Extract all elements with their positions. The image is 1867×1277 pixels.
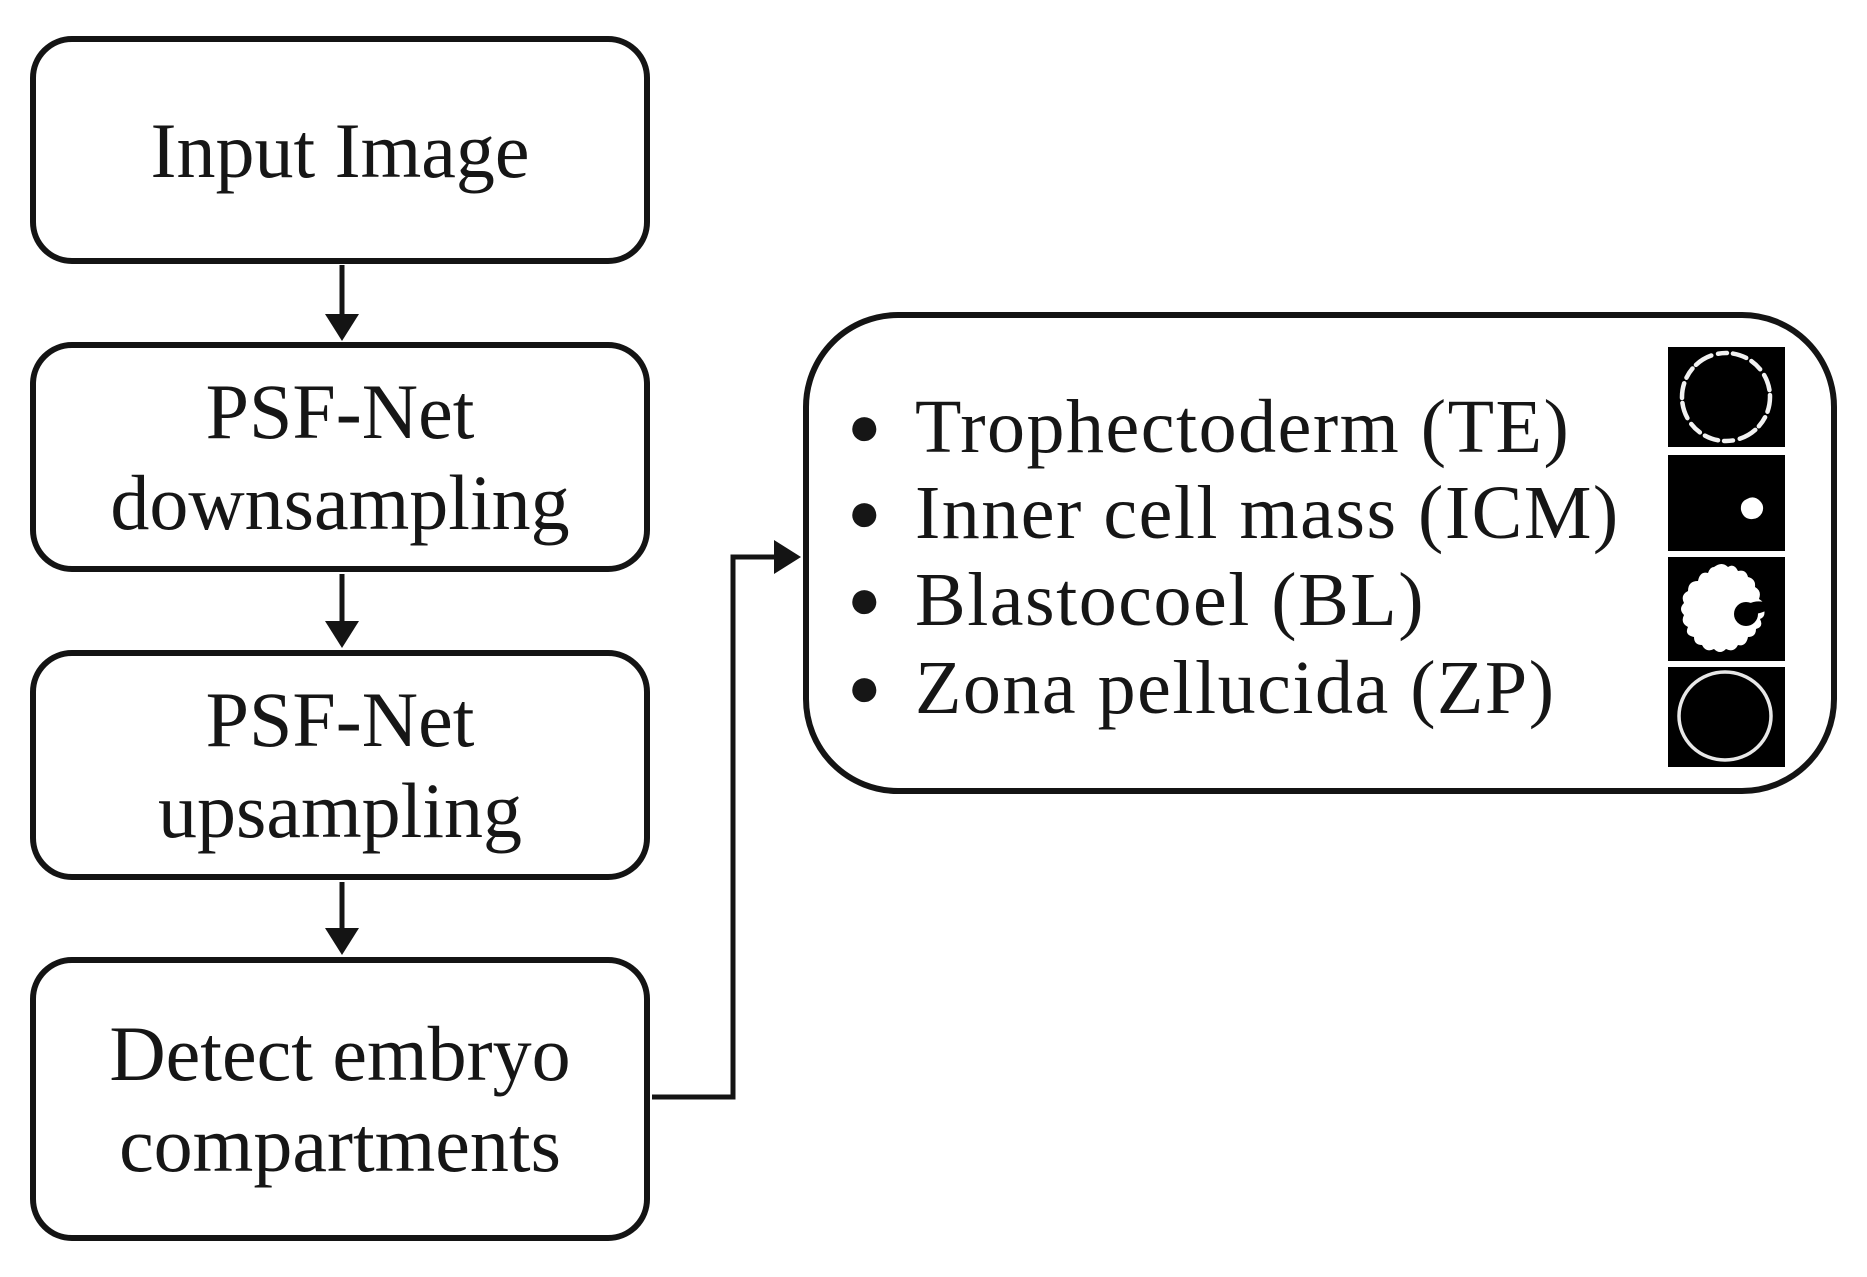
flow-arrow-2-head (325, 621, 359, 648)
elbow-connector-line (652, 554, 778, 1100)
bullet-icon: ● (847, 657, 883, 719)
list-item-label: Trophectoderm (TE) (915, 384, 1571, 469)
list-item-label: Inner cell mass (ICM) (915, 470, 1620, 555)
flow-box-label: PSF-Net (205, 368, 475, 455)
list-item-trophectoderm: ● Trophectoderm (TE) (839, 384, 1570, 470)
flow-arrow-3-head (325, 928, 359, 955)
list-item-zona-pellucida: ● Zona pellucida (ZP) (839, 645, 1556, 731)
flow-arrow-1-head (325, 314, 359, 341)
flow-box-label: PSF-Net (205, 676, 475, 763)
te-ring-mask-thumbnail (1668, 347, 1785, 447)
flow-box-label: compartments (119, 1101, 561, 1188)
bullet-icon: ● (847, 569, 883, 631)
list-item-label: Blastocoel (BL) (915, 557, 1426, 642)
list-item-label: Zona pellucida (ZP) (915, 645, 1556, 730)
icm-blob-mask-thumbnail (1668, 455, 1785, 551)
bullet-icon: ● (847, 396, 883, 458)
flow-box-label: Detect embryo (109, 1010, 571, 1097)
flow-box-psf-net-upsampling: PSF-Net upsampling (30, 650, 650, 880)
elbow-connector-arrow-head (774, 540, 801, 574)
flow-box-label: downsampling (110, 459, 570, 546)
list-item-inner-cell-mass: ● Inner cell mass (ICM) (839, 470, 1620, 556)
bl-blob-mask-thumbnail (1668, 557, 1785, 661)
list-item-blastocoel: ● Blastocoel (BL) (839, 557, 1425, 643)
flow-box-input-image: Input Image (30, 36, 650, 264)
flow-box-detect-embryo-compartments: Detect embryo compartments (30, 957, 650, 1241)
bullet-icon: ● (847, 482, 883, 544)
flow-box-label: Input Image (150, 106, 530, 194)
output-compartments-panel: ● Trophectoderm (TE) ● Inner cell mass (… (803, 312, 1837, 794)
flow-box-label: upsampling (158, 767, 522, 854)
flow-box-psf-net-downsampling: PSF-Net downsampling (30, 342, 650, 572)
zp-ring-mask-thumbnail (1668, 667, 1785, 767)
